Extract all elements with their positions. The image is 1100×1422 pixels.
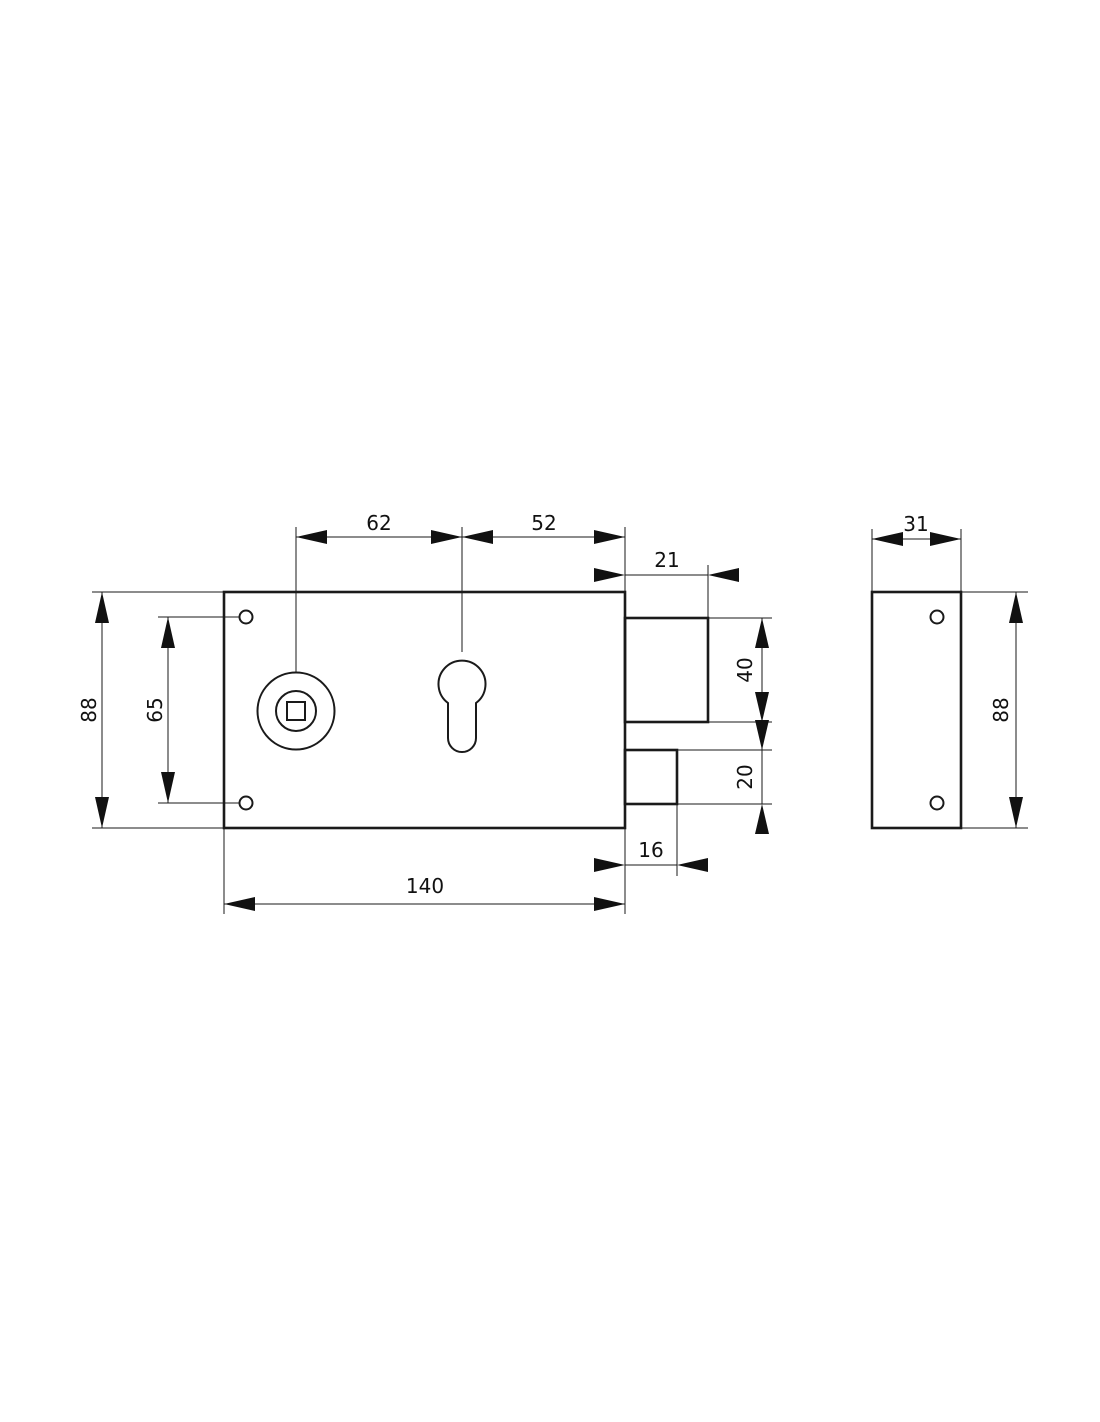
dim-88-side: 88 [989, 697, 1013, 722]
dim-40: 40 [733, 657, 757, 682]
dim-31: 31 [903, 512, 928, 536]
dim-16: 16 [638, 838, 663, 862]
dim-21: 21 [654, 548, 679, 572]
latch-bolt [623, 748, 679, 806]
dim-65: 65 [143, 697, 167, 722]
lock-case-body [222, 590, 627, 830]
side-hole-top [929, 609, 945, 625]
screw-hole-bottom [238, 795, 254, 811]
side-hole-bottom [929, 795, 945, 811]
dim-88-front: 88 [77, 697, 101, 722]
deadbolt [623, 616, 710, 724]
screw-hole-top [238, 609, 254, 625]
dim-52: 52 [531, 511, 556, 535]
cylinder-keyhole [437, 659, 487, 753]
dimension-lines [92, 527, 1028, 914]
dim-20: 20 [733, 764, 757, 789]
side-case [870, 590, 963, 830]
front-view [222, 590, 710, 830]
dim-140: 140 [406, 874, 444, 898]
dimension-labels: 62 52 21 16 140 31 88 65 40 20 88 [77, 511, 1013, 898]
dim-62: 62 [366, 511, 391, 535]
side-view [870, 590, 963, 830]
spindle-follower [256, 671, 336, 751]
arrowheads [95, 530, 1023, 911]
